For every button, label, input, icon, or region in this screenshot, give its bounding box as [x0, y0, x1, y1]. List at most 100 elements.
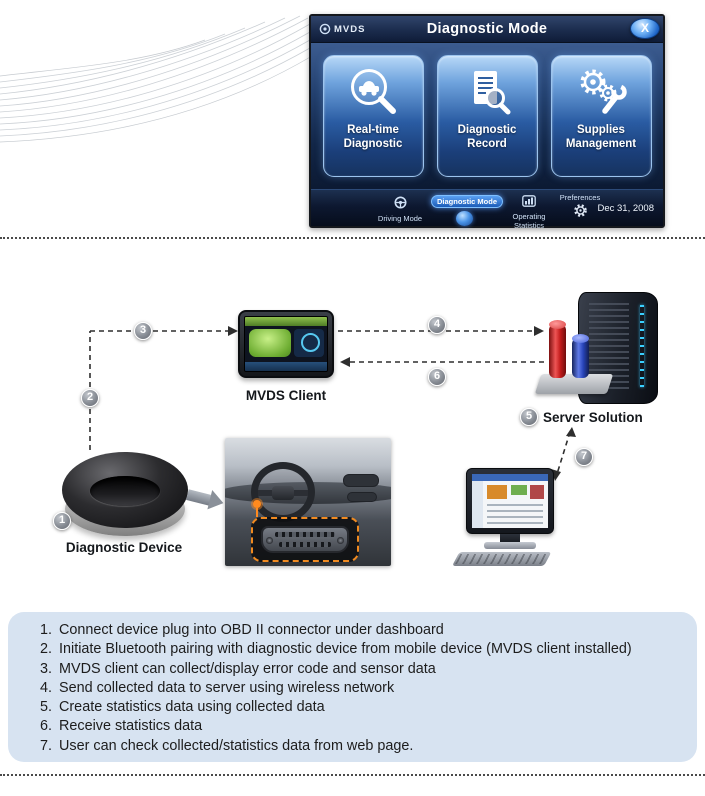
diagnostic-mode-pill: Diagnostic Mode	[431, 195, 504, 208]
step-number: 2.	[39, 641, 52, 658]
operating-statistics-label: Operating Statistics	[512, 212, 546, 230]
step-number: 7.	[39, 737, 52, 754]
diagnostic-device-slot	[90, 476, 160, 506]
taskbar-operating-statistics[interactable]: Operating Statistics	[505, 194, 553, 230]
keyboard	[452, 552, 552, 566]
device-header: MVDS Diagnostic Mode X	[311, 16, 663, 43]
step-marker-3: 3	[134, 322, 152, 340]
step-marker-2: 2	[81, 389, 99, 407]
step-marker-5: 5	[520, 408, 538, 426]
step-marker-4: 4	[428, 316, 446, 334]
red-bar-cylinder	[549, 320, 566, 378]
arrow-head	[207, 489, 226, 513]
taskbar-diagnostic-mode-active[interactable]: Diagnostic Mode	[431, 191, 504, 226]
steering-wheel-icon	[394, 196, 406, 209]
client-screen-car-panel	[249, 329, 291, 357]
swoosh-decoration	[0, 15, 313, 143]
obd-screw-right	[337, 537, 344, 544]
webpage-image-block	[487, 485, 507, 499]
step-marker-1: 1	[53, 512, 71, 530]
step-number: 5.	[39, 699, 52, 716]
step-text: Connect device plug into OBD II connecto…	[59, 622, 444, 638]
blue-bar-cylinder-body	[572, 338, 589, 378]
step-text: Receive statistics data	[59, 718, 203, 735]
dashboard-vent-lower	[347, 492, 377, 502]
red-bar-cylinder-body	[549, 324, 566, 378]
gear-icon	[573, 203, 587, 217]
step-item-4: 4. Send collected data to server using w…	[30, 679, 679, 698]
wheel-spoke-right	[293, 490, 308, 496]
step-number: 3.	[39, 660, 52, 677]
device-taskbar: Driving Mode Diagnostic Mode Operating S…	[311, 189, 663, 230]
desktop-pc	[452, 468, 564, 568]
diagnostic-device-graphic	[62, 452, 188, 540]
steps-info-box: 1. Connect device plug into OBD II conne…	[8, 612, 697, 762]
screen-title: Diagnostic Mode	[426, 21, 548, 37]
status-date: Dec 31, 2008	[597, 203, 654, 214]
webpage-image-block-3	[530, 485, 544, 499]
step-item-6: 6. Receive statistics data	[30, 717, 679, 736]
mvds-client-screen	[244, 316, 328, 372]
step-item-3: 3. MVDS client can collect/display error…	[30, 660, 679, 679]
close-button[interactable]: X	[630, 18, 660, 39]
server-solution-label: Server Solution	[543, 410, 643, 425]
mvds-client-device	[238, 310, 334, 378]
step-text: MVDS client can collect/display error co…	[59, 660, 436, 677]
step-number: 4.	[39, 679, 52, 696]
wheel-hub	[272, 486, 294, 500]
step-item-5: 5. Create statistics data using collecte…	[30, 698, 679, 717]
taskbar-driving-mode[interactable]: Driving Mode	[373, 196, 427, 224]
pc-screen-webpage	[472, 474, 548, 528]
wheel-spoke-left	[258, 490, 273, 496]
step-text: User can check collected/statistics data…	[59, 737, 414, 754]
obd-screw-left	[266, 537, 273, 544]
step-number: 6.	[39, 718, 52, 735]
car-dashboard-photo	[225, 438, 391, 566]
realtime-diagnostic-button[interactable]: Real-time Diagnostic	[322, 55, 424, 177]
gears-wrench-icon	[572, 62, 630, 124]
supplies-management-button[interactable]: Supplies Management	[550, 55, 652, 177]
step-number: 1.	[39, 622, 52, 638]
client-screen-footer	[245, 362, 327, 371]
webpage-header-bar	[472, 474, 548, 481]
step-item-7: 7. User can check collected/statistics d…	[30, 737, 679, 756]
realtime-diagnostic-label: Real-time Diagnostic	[343, 124, 403, 150]
step-text: Send collected data to server using wire…	[59, 679, 395, 696]
step-marker-6: 6	[428, 368, 446, 386]
server-led-lights	[640, 305, 644, 387]
dotted-separator-top	[0, 237, 705, 239]
bar-chart-icon	[522, 195, 536, 207]
webpage-image-block-2	[511, 485, 527, 495]
mvds-logo-text: MVDS	[334, 23, 366, 35]
diagnostic-device-label: Diagnostic Device	[65, 540, 183, 555]
record-magnifier-icon	[458, 62, 516, 124]
monitor-base	[484, 542, 536, 549]
webpage-text-lines	[487, 504, 543, 524]
device-body: Real-time Diagnostic	[311, 43, 663, 189]
client-screen-gauge-panel	[294, 329, 324, 357]
obd-location-dot	[253, 500, 261, 508]
mvds-logo: MVDS	[319, 23, 365, 35]
diagnostic-record-button[interactable]: Diagnostic Record	[436, 55, 538, 177]
blue-bar-cylinder	[572, 334, 589, 378]
car-magnifier-icon	[344, 62, 402, 124]
dashboard-vent	[343, 474, 379, 487]
monitor-stand	[500, 534, 520, 543]
client-screen-header	[245, 317, 327, 326]
diagnostic-mode-screenshot: MVDS Diagnostic Mode X Rea	[309, 14, 665, 230]
steering-wheel	[251, 462, 315, 522]
taskbar-preferences[interactable]: Preferences	[557, 193, 603, 223]
obd-location-line	[256, 508, 258, 517]
preferences-label: Preferences	[559, 193, 601, 202]
diagnostic-mode-orb-icon	[455, 211, 473, 226]
step-item-2: 2. Initiate Bluetooth pairing with diagn…	[30, 640, 679, 659]
step-text: Initiate Bluetooth pairing with diagnost…	[59, 641, 632, 658]
obd-connector	[261, 526, 349, 553]
driving-mode-label: Driving Mode	[377, 214, 423, 223]
supplies-management-label: Supplies Management	[565, 124, 637, 150]
mvds-client-label: MVDS Client	[245, 388, 327, 403]
pc-monitor	[466, 468, 554, 534]
device-to-dashboard-arrow	[186, 489, 226, 513]
mvds-logo-icon	[319, 23, 331, 35]
